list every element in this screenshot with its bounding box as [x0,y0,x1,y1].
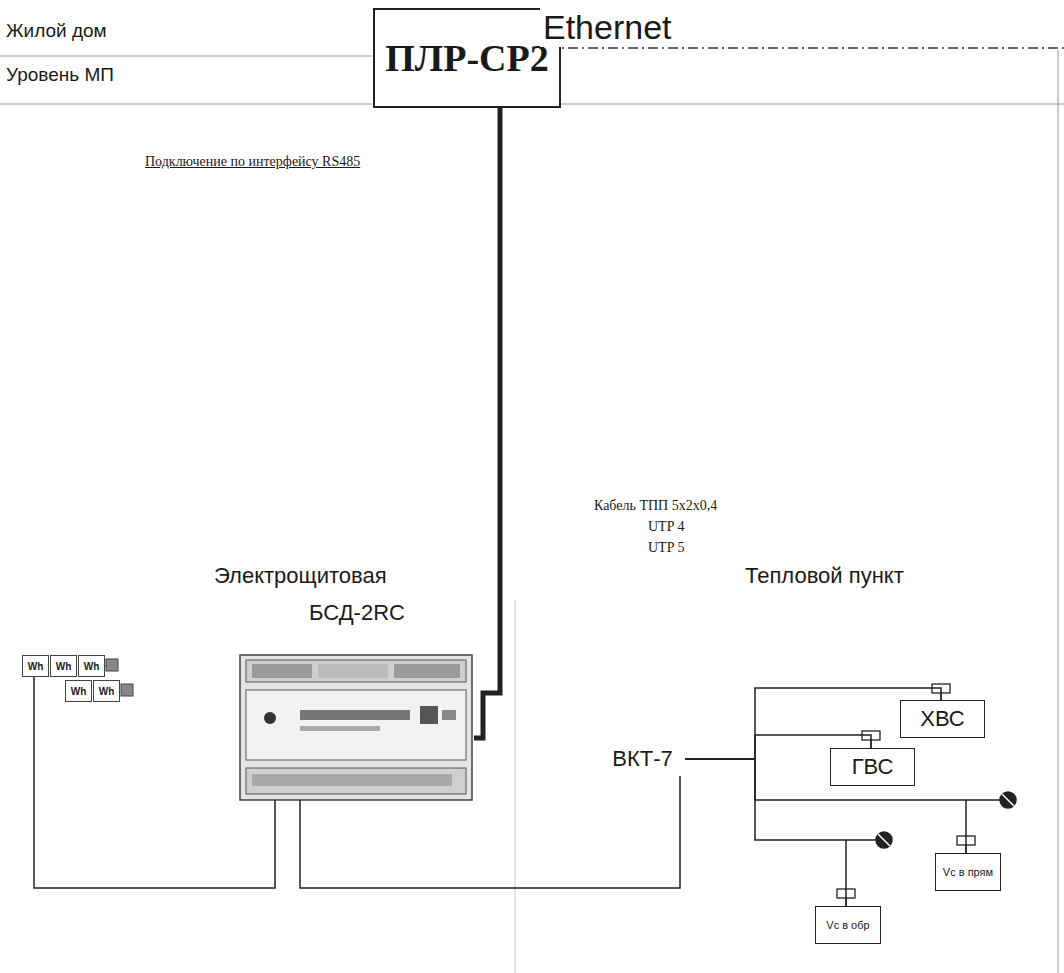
heat-calculator: ВКТ-7 [600,742,685,776]
energy-meter: Wh [22,655,49,677]
connector [34,677,275,888]
connector [685,759,846,906]
controller-box: ПЛР-СР2 [373,8,561,108]
node-text: Vc в обр [826,919,869,931]
cable-note: UTP 5 [648,540,684,556]
connector [474,108,500,738]
bsd-device: БСД-2RC [240,600,474,800]
connector [685,759,966,853]
room-label: Электрощитовая [214,563,387,589]
energy-meter: Wh [65,680,92,702]
node-text: Wh [99,686,115,697]
node-text: ВКТ-7 [612,746,673,772]
level-label: Жилой дом [6,20,107,42]
node-text: Vc в прям [943,866,993,878]
node-text: Wh [56,661,72,672]
cable-note: UTP 4 [648,519,684,535]
bsd-device-illustration [240,655,472,800]
connector [300,776,680,888]
node-text: Wh [28,661,44,672]
meter-box: ГВС [830,748,915,786]
meter-box: ХВС [900,700,985,738]
cable-note: Кабель ТПП 5x2x0,4 [594,498,717,514]
network-label: Ethernet [540,8,675,47]
node-text: Wh [84,661,100,672]
flow-meter-box: Vc в прям [935,853,1001,891]
flow-meter-box: Vc в обр [815,906,881,944]
node-text: БСД-2RC [307,600,407,626]
interface-note: Подключение по интерфейсу RS485 [145,154,360,170]
node-text: ПЛР-СР2 [385,36,548,80]
level-lines [0,50,1064,973]
energy-meter: Wh [50,655,77,677]
node-text: ХВС [920,706,965,732]
level-label: Уровень МП [6,64,114,86]
node-text: Wh [71,686,87,697]
room-label: Тепловой пункт [745,563,904,589]
energy-meter: Wh [93,680,120,702]
energy-meter: Wh [78,655,105,677]
node-text: ГВС [852,754,894,780]
